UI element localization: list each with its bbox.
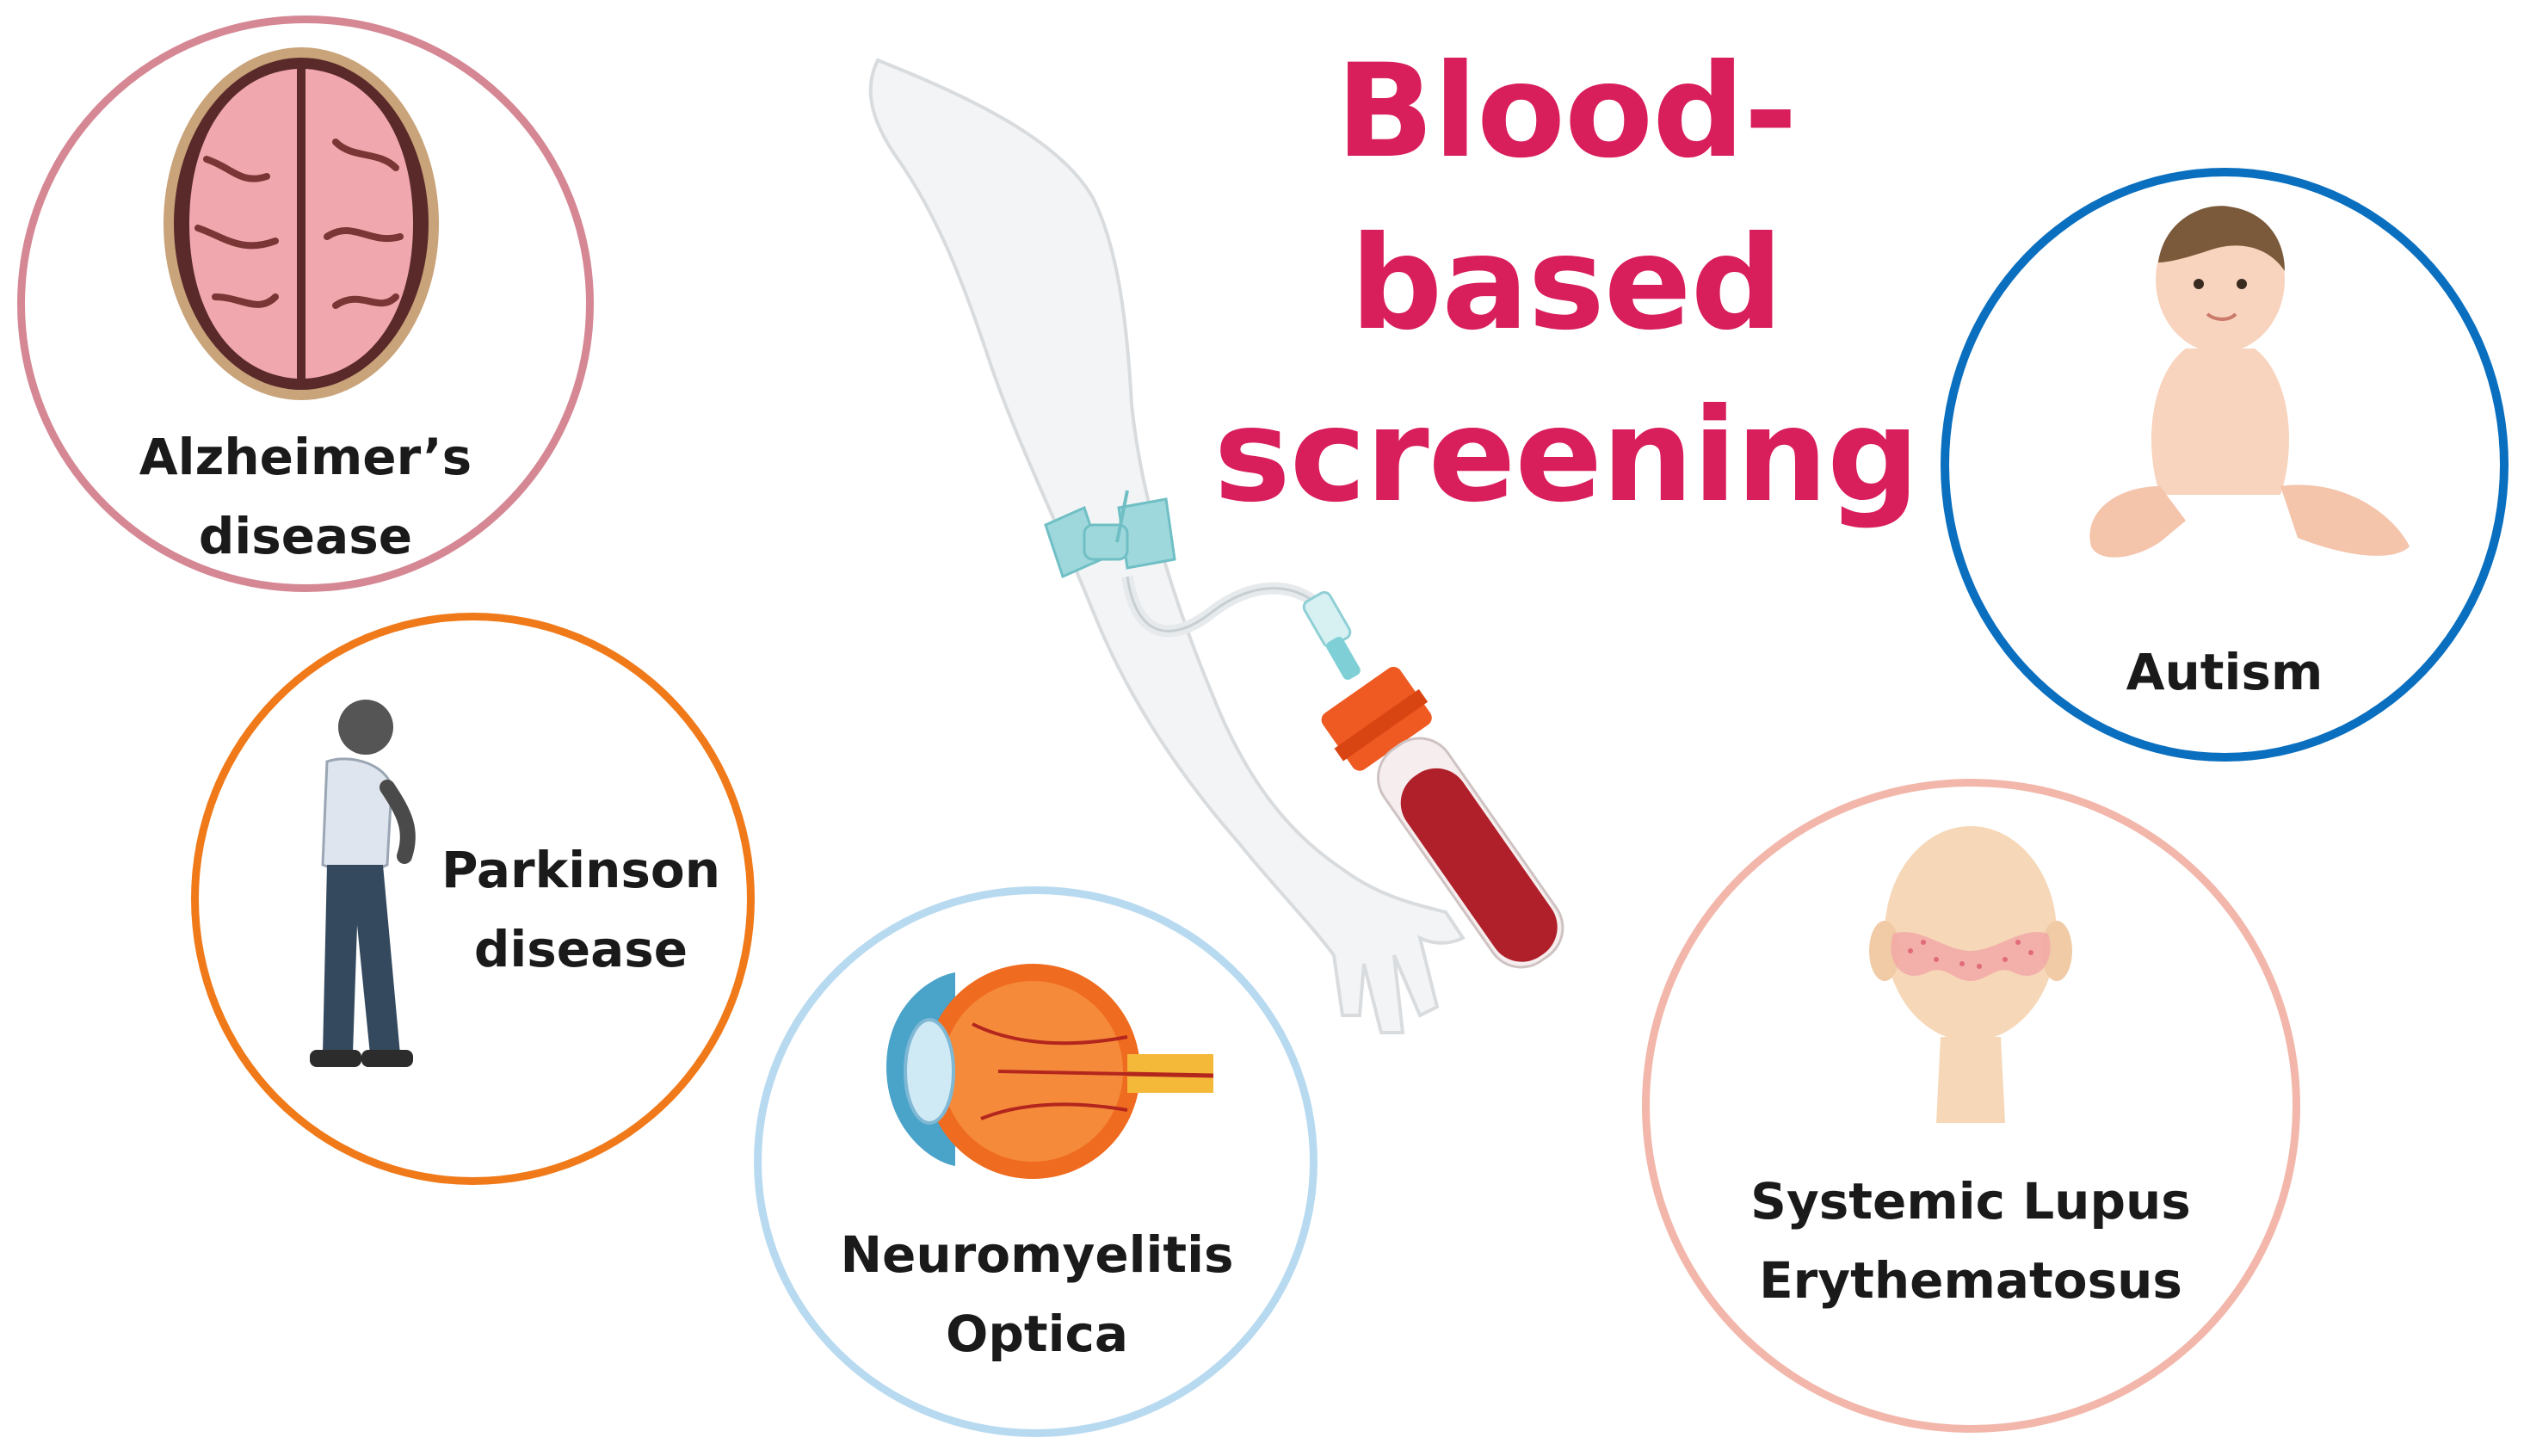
arm-blood-draw-illustration <box>868 58 1564 1034</box>
sle-label: Systemic Lupus Erythematosus <box>1687 1162 2255 1320</box>
blood-tube-icon <box>1321 666 1564 969</box>
sle-label-line-2: Erythematosus <box>1759 1251 2182 1310</box>
butterfly-needle-icon <box>1044 490 1361 680</box>
autism-label-line-1: Autism <box>2126 643 2323 701</box>
parkinson-circle <box>191 613 755 1185</box>
parkinson-label-line-2: disease <box>473 920 688 978</box>
autism-label: Autism <box>2014 632 2435 712</box>
brain-icon <box>164 47 439 400</box>
nmo-label-line-2: Optica <box>946 1305 1128 1363</box>
parkinson-label-line-1: Parkinson <box>441 841 721 899</box>
title-line-1: Blood-based <box>1336 37 1797 359</box>
arm-icon <box>868 58 1466 1034</box>
baby-icon <box>2089 206 2410 558</box>
alzheimers-label: Alzheimer’s disease <box>77 417 534 576</box>
eye-icon <box>886 964 1213 1179</box>
nmo-label: Neuromyelitis Optica <box>774 1215 1299 1373</box>
alzheimers-label-line-2: disease <box>198 507 413 565</box>
diagram-title: Blood-based screening <box>1136 26 1996 542</box>
elderly-man-icon <box>310 700 416 1067</box>
alzheimers-label-line-1: Alzheimer’s <box>139 428 472 486</box>
nmo-label-line-1: Neuromyelitis <box>840 1225 1234 1284</box>
title-line-2: screening <box>1213 381 1919 531</box>
face-rash-icon <box>1869 826 2072 1123</box>
sle-label-line-1: Systemic Lupus <box>1750 1172 2191 1231</box>
parkinson-label: Parkinson disease <box>422 830 740 989</box>
